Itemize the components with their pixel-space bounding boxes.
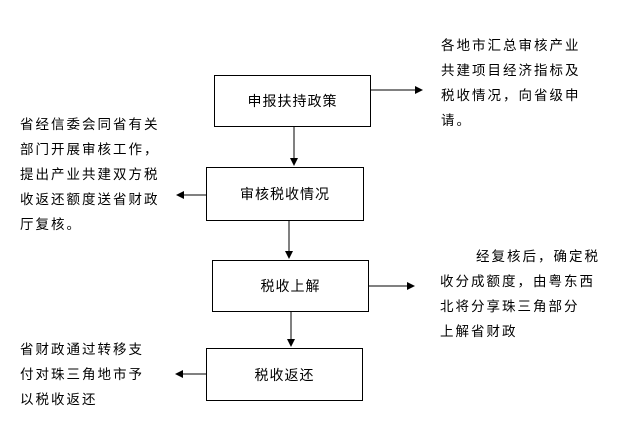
- note-line: 厅复核。: [20, 217, 82, 233]
- note-step1-right: 各地市汇总审核产业 共建项目经济指标及 税收情况，向省级申 请。: [441, 34, 581, 134]
- step-4-label: 税收返还: [254, 367, 315, 384]
- note-line: 共建项目经济指标及: [441, 63, 581, 79]
- note-line: 省财政通过转移支: [20, 342, 144, 358]
- note-line: 北将分享珠三角部分: [440, 299, 580, 315]
- note-line: 税收情况，向省级申: [441, 88, 581, 104]
- note-line: 请。: [441, 113, 472, 129]
- step-3-label: 税收上解: [260, 279, 321, 295]
- note-line: 部门开展审核工作，: [20, 142, 160, 158]
- note-line: 收分成额度，由粤东西: [440, 274, 595, 290]
- note-line: 各地市汇总审核产业: [441, 38, 581, 54]
- step-2-label: 审核税收情况: [240, 187, 330, 203]
- step-2-box: 审核税收情况: [206, 167, 364, 221]
- step-1-box: 申报扶持政策: [214, 75, 371, 127]
- note-line: 提出产业共建双方税: [20, 167, 160, 183]
- step-4-box: 税收返还: [206, 348, 363, 401]
- note-step2-left: 省经信委会同省有关 部门开展审核工作， 提出产业共建双方税 收返还额度送省财政 …: [20, 113, 160, 238]
- note-line: 付对珠三角地市予: [20, 367, 144, 383]
- step-3-box: 税收上解: [212, 260, 369, 312]
- note-line: 收返还额度送省财政: [20, 192, 160, 208]
- note-line: 上解省财政: [440, 324, 518, 340]
- note-line: 以税收返还: [20, 392, 98, 408]
- note-line: 经复核后，确定税: [476, 249, 600, 265]
- step-1-label: 申报扶持政策: [247, 94, 338, 110]
- note-line: 省经信委会同省有关: [20, 117, 160, 133]
- note-step3-right: 经复核后，确定税 收分成额度，由粤东西 北将分享珠三角部分 上解省财政: [440, 245, 600, 345]
- note-step4-left: 省财政通过转移支 付对珠三角地市予 以税收返还: [20, 338, 144, 413]
